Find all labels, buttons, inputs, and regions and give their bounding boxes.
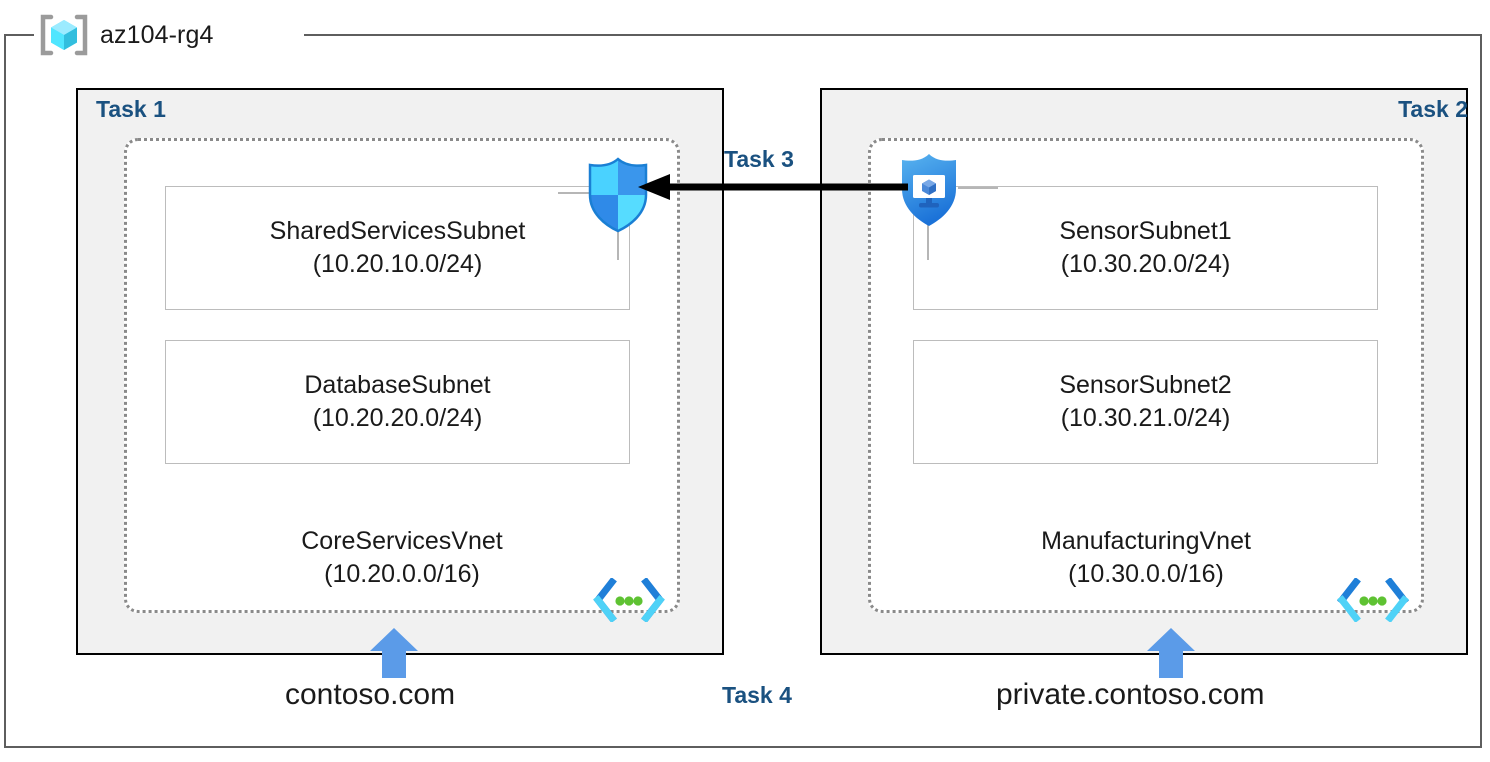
resource-group-header: az104-rg4 bbox=[40, 8, 213, 62]
nsg-connector-left bbox=[558, 192, 592, 194]
resource-group-cube-icon bbox=[40, 13, 88, 57]
asg-connector-right bbox=[958, 187, 998, 189]
subnet-sharedservicessubnet: SharedServicesSubnet (10.20.10.0/24) bbox=[165, 186, 630, 310]
subnet-name: DatabaseSubnet bbox=[304, 371, 491, 399]
dns-zone-label-private-contoso: private.contoso.com bbox=[996, 678, 1265, 711]
subnet-databasesubnet: DatabaseSubnet (10.20.20.0/24) bbox=[165, 340, 630, 464]
resource-group-name: az104-rg4 bbox=[100, 20, 214, 49]
resource-group-label-mask bbox=[34, 22, 304, 48]
network-security-group-shield-icon bbox=[585, 157, 651, 233]
task2-label: Task 2 bbox=[1398, 96, 1468, 122]
vnet-cidr: (10.30.0.0/16) bbox=[1068, 560, 1224, 588]
subnet-name: SensorSubnet1 bbox=[1059, 217, 1232, 245]
resource-group-frame bbox=[4, 34, 1482, 748]
dns-zone-link-arrow-left-icon bbox=[369, 626, 419, 683]
core-services-vnet-caption: CoreServicesVnet (10.20.0.0/16) bbox=[127, 525, 677, 591]
vnet-name: ManufacturingVnet bbox=[1041, 527, 1251, 555]
subnet-cidr: (10.20.10.0/24) bbox=[312, 250, 483, 278]
nsg-connector-down bbox=[617, 226, 619, 260]
application-security-group-shield-icon bbox=[898, 152, 960, 228]
task4-label: Task 4 bbox=[722, 682, 792, 708]
task1-label: Task 1 bbox=[96, 96, 166, 122]
dns-zone-link-arrow-right-icon bbox=[1146, 626, 1196, 683]
subnet-cidr: (10.30.20.0/24) bbox=[1060, 250, 1231, 278]
asg-connector-down bbox=[927, 222, 929, 260]
subnet-name: SensorSubnet2 bbox=[1059, 371, 1232, 399]
subnet-cidr: (10.20.20.0/24) bbox=[312, 404, 483, 432]
manufacturing-vnet-caption: ManufacturingVnet (10.30.0.0/16) bbox=[871, 525, 1421, 591]
subnet-sensorsubnet1: SensorSubnet1 (10.30.20.0/24) bbox=[913, 186, 1378, 310]
vnet-cidr: (10.20.0.0/16) bbox=[324, 560, 480, 588]
subnet-cidr: (10.30.21.0/24) bbox=[1060, 404, 1231, 432]
virtual-network-icon bbox=[593, 577, 665, 623]
subnet-name: SharedServicesSubnet bbox=[269, 217, 526, 245]
vnet-peering-arrow-icon bbox=[636, 170, 908, 209]
task3-label: Task 3 bbox=[724, 146, 794, 172]
virtual-network-icon bbox=[1337, 577, 1409, 623]
subnet-sensorsubnet2: SensorSubnet2 (10.30.21.0/24) bbox=[913, 340, 1378, 464]
vnet-name: CoreServicesVnet bbox=[301, 527, 503, 555]
dns-zone-label-contoso: contoso.com bbox=[285, 678, 456, 711]
